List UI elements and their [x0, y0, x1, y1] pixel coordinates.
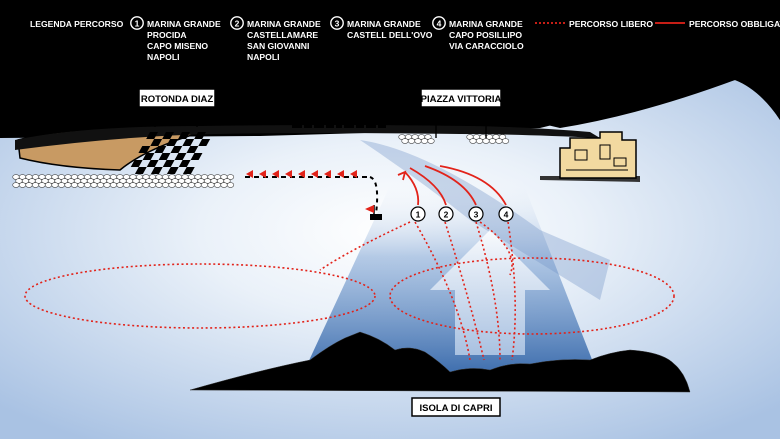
- course-marker-number: 4: [504, 210, 509, 220]
- course-marker-number: 1: [416, 210, 421, 220]
- legend-route-line: MARINA GRANDE: [347, 19, 421, 29]
- course-marker-number: 3: [474, 210, 479, 220]
- rotonda-sign: ROTONDA DIAZ: [138, 88, 216, 127]
- capri-sign: ISOLA DI CAPRI: [411, 397, 501, 417]
- course-marker-1: 1: [410, 206, 426, 222]
- start-flags: [246, 170, 357, 178]
- legend-route-line: SAN GIOVANNI: [247, 41, 309, 51]
- mandatory-routes: [397, 165, 507, 206]
- legend-route-line: CAPO POSILLIPO: [449, 30, 522, 40]
- capri-label: ISOLA DI CAPRI: [419, 403, 492, 414]
- legend-free-route: PERCORSO LIBERO: [535, 19, 653, 29]
- course-beam-left: [360, 140, 610, 300]
- legend-route-line: MARINA GRANDE: [147, 19, 221, 29]
- coastline: [15, 125, 600, 150]
- legend-route-line: NAPOLI: [247, 52, 279, 62]
- legend-route-line: PROCIDA: [147, 30, 187, 40]
- course-marker-3: 3: [468, 206, 484, 222]
- legend-route-number: 1: [135, 19, 140, 29]
- course-marker-2: 2: [438, 206, 454, 222]
- legend-route-number: 2: [235, 19, 240, 29]
- legend-title: LEGENDA PERCORSO: [30, 19, 124, 29]
- legend-mandatory-route-label: PERCORSO OBBLIGATO: [689, 19, 780, 29]
- legend-route-line: MARINA GRANDE: [247, 19, 321, 29]
- direction-arrow: [430, 230, 550, 355]
- legend-route-line: NAPOLI: [147, 52, 179, 62]
- legend-route-line: CAPO MISENO: [147, 41, 208, 51]
- breakwater-left: [12, 174, 235, 188]
- capri-island: [189, 331, 691, 393]
- legend-route-number: 4: [437, 19, 442, 29]
- course-marker-number: 2: [444, 210, 449, 220]
- free-route-loops: [24, 221, 675, 361]
- legend-route-line: MARINA GRANDE: [449, 19, 523, 29]
- castel-dell-ovo: [540, 131, 640, 182]
- committee-boat: [365, 205, 382, 220]
- breakwater-piazza: [398, 134, 510, 144]
- piazza-label: PIAZZA VITTORIA: [421, 94, 502, 105]
- legend-route-line: VIA CARACCIOLO: [449, 41, 524, 51]
- rotonda-checkerboard: [130, 132, 211, 174]
- legend-route-number: 3: [335, 19, 340, 29]
- city-skyline: [292, 114, 386, 128]
- course-marker-4: 4: [498, 206, 514, 222]
- vesuvius-hill: [505, 52, 780, 128]
- legend-route-line: CASTELLAMARE: [247, 30, 318, 40]
- legend-mandatory-route: PERCORSO OBBLIGATO: [655, 19, 780, 29]
- piazza-sign: PIAZZA VITTORIA: [420, 88, 502, 138]
- rotonda-label: ROTONDA DIAZ: [141, 94, 214, 105]
- legend-free-route-label: PERCORSO LIBERO: [569, 19, 653, 29]
- legend-route-line: CASTELL DELL'OVO: [347, 30, 433, 40]
